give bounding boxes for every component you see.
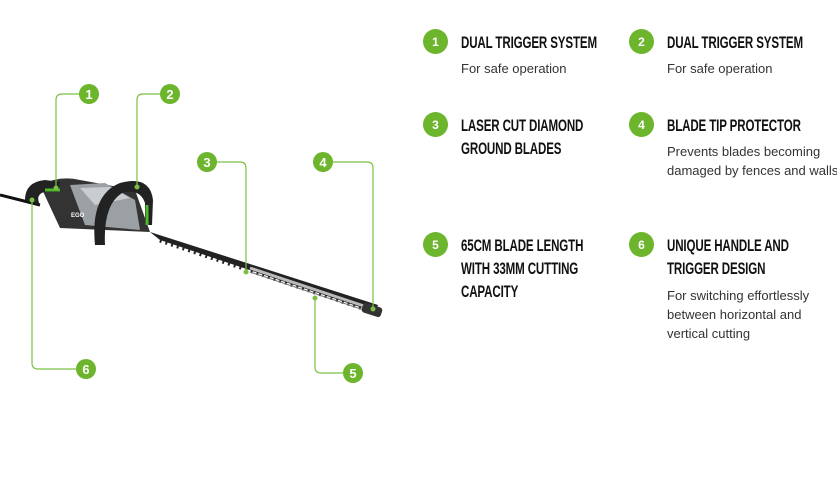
feature-number-badge: 2 (629, 29, 654, 54)
svg-text:1: 1 (85, 87, 92, 102)
feature-description: For safe operation (461, 61, 567, 76)
svg-text:3: 3 (203, 155, 210, 170)
callout-6: 6 (76, 359, 96, 379)
feature-title: DUAL TRIGGER SYSTEM (461, 33, 597, 52)
logo: EGO (71, 213, 85, 219)
feature-description: For switching effortlessly between horiz… (667, 288, 810, 341)
feature-description: Prevents blades becoming damaged by fenc… (667, 144, 837, 178)
callout-3: 3 (197, 152, 217, 172)
feature-title: DUAL TRIGGER SYSTEM (667, 33, 803, 52)
svg-text:6: 6 (82, 362, 89, 377)
feature-number-badge: 1 (423, 29, 448, 54)
feature-title: LASER CUT DIAMOND GROUND BLADES (461, 116, 584, 158)
feature-number-badge: 3 (423, 112, 448, 137)
hedge-trimmer-illustration: EGO 1 2 3 4 5 6 (0, 84, 383, 383)
feature-description: For safe operation (667, 61, 773, 76)
feature-title: BLADE TIP PROTECTOR (667, 116, 801, 135)
feature-number-badge: 4 (629, 112, 654, 137)
feature-title: UNIQUE HANDLE AND TRIGGER DESIGN (667, 236, 789, 278)
svg-text:5: 5 (349, 366, 356, 381)
callout-1: 1 (79, 84, 99, 104)
callout-4: 4 (313, 152, 333, 172)
feature-number-badge: 6 (629, 232, 654, 257)
callout-5: 5 (343, 363, 363, 383)
svg-text:2: 2 (166, 87, 173, 102)
feature-number-badge: 5 (423, 232, 448, 257)
callout-2: 2 (160, 84, 180, 104)
svg-text:4: 4 (319, 155, 327, 170)
feature-title: 65CM BLADE LENGTH WITH 33MM CUTTING CAPA… (461, 236, 584, 301)
